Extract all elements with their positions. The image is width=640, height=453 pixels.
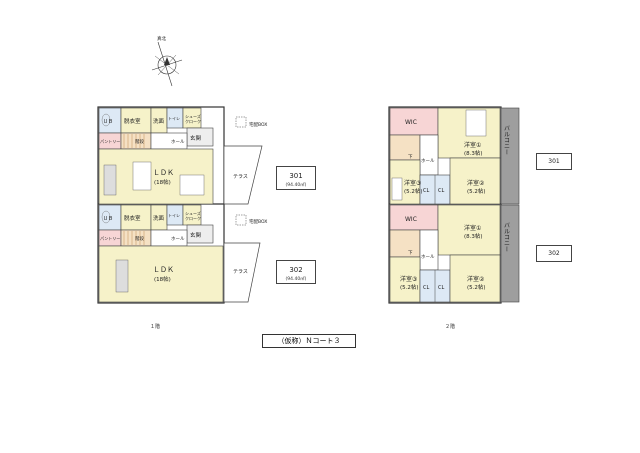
- room-label: 玄関: [190, 134, 202, 142]
- room-label: CL: [438, 188, 444, 194]
- room-label: ＵＢ: [103, 119, 113, 125]
- unit-number: 301: [289, 172, 303, 180]
- room-label: ホール: [171, 139, 185, 145]
- room-label: CL: [438, 285, 444, 291]
- room-label: WIC: [405, 119, 417, 126]
- room-label: 脱衣室: [124, 214, 141, 222]
- room-label: 下: [408, 250, 413, 256]
- floor2-unit-301: [389, 107, 520, 205]
- room-label: クローク: [185, 215, 201, 221]
- room-label: 洋室①: [464, 141, 481, 149]
- room-label: ＵＢ: [103, 216, 113, 222]
- room-label: テラス: [233, 174, 248, 180]
- room-label: 洋室③: [404, 179, 421, 187]
- floor1-unit-302: [98, 204, 261, 303]
- room-label: CL: [423, 285, 429, 291]
- unit-box-302-floor1: 302 (94.40㎡): [276, 260, 316, 284]
- room-label: 脱衣室: [124, 117, 141, 125]
- floor1-unit-301: [98, 107, 263, 205]
- unit-number: 302: [289, 266, 303, 274]
- room-label: 洋室②: [467, 179, 485, 187]
- room-label: (5.2帖): [400, 283, 419, 291]
- floor2-unit-302: [389, 204, 520, 303]
- room-label: 階段: [135, 138, 144, 145]
- unit-area: (94.40㎡): [285, 277, 307, 282]
- compass-icon: [151, 41, 183, 87]
- room-label: 宅配BOX: [249, 121, 267, 128]
- unit-number: 301: [548, 158, 560, 165]
- room-label: ホール: [421, 158, 435, 164]
- unit-box-302-floor2: 302: [536, 245, 572, 262]
- room-label: パントリー: [100, 236, 120, 241]
- room-label: ホール: [171, 236, 185, 242]
- room-label: (8.3帖): [464, 232, 483, 240]
- unit-box-301-floor2: 301: [536, 153, 572, 170]
- room-label: (18帖): [154, 275, 171, 283]
- property-title: （仮称）Ｎコート３: [262, 334, 356, 348]
- room-label: 洗面: [153, 214, 165, 222]
- room-label: シューズ: [185, 113, 201, 119]
- room-label: シューズ: [185, 210, 201, 216]
- room-label: 階段: [135, 235, 144, 242]
- room-label: (5.2帖): [467, 187, 486, 195]
- room-label: 洋室②: [467, 275, 485, 283]
- floor-label-1: １階: [150, 324, 161, 330]
- room-label: (18帖): [154, 178, 171, 186]
- room-label: (5.2帖): [467, 283, 486, 291]
- unit-number: 302: [548, 250, 560, 257]
- room-label: (5.2帖): [404, 187, 423, 195]
- room-label: トイレ: [168, 116, 180, 121]
- room-label: ＬＤＫ: [153, 169, 174, 177]
- room-label: バルコニー: [503, 125, 510, 155]
- room-label: 洗面: [153, 117, 165, 125]
- room-label: 洋室③: [400, 275, 417, 283]
- room-label: ホール: [421, 254, 435, 260]
- room-label: 宅配BOX: [249, 218, 267, 225]
- room-label: WIC: [405, 216, 417, 223]
- room-label: 洋室①: [464, 224, 481, 232]
- floor-label-2: ２階: [445, 324, 456, 330]
- room-label: トイレ: [168, 213, 180, 218]
- room-label: (8.3帖): [464, 149, 483, 157]
- unit-area: (94.40㎡): [285, 183, 307, 188]
- room-label: 玄関: [190, 231, 202, 239]
- room-label: CL: [423, 188, 429, 194]
- room-label: ＬＤＫ: [153, 266, 174, 274]
- room-label: バルコニー: [503, 222, 510, 252]
- room-label: クローク: [185, 118, 201, 124]
- unit-box-301-floor1: 301 (94.40㎡): [276, 166, 316, 190]
- compass-label: 真北: [157, 35, 166, 42]
- room-label: テラス: [233, 269, 248, 275]
- room-label: 下: [408, 154, 413, 160]
- room-label: パントリー: [100, 139, 120, 144]
